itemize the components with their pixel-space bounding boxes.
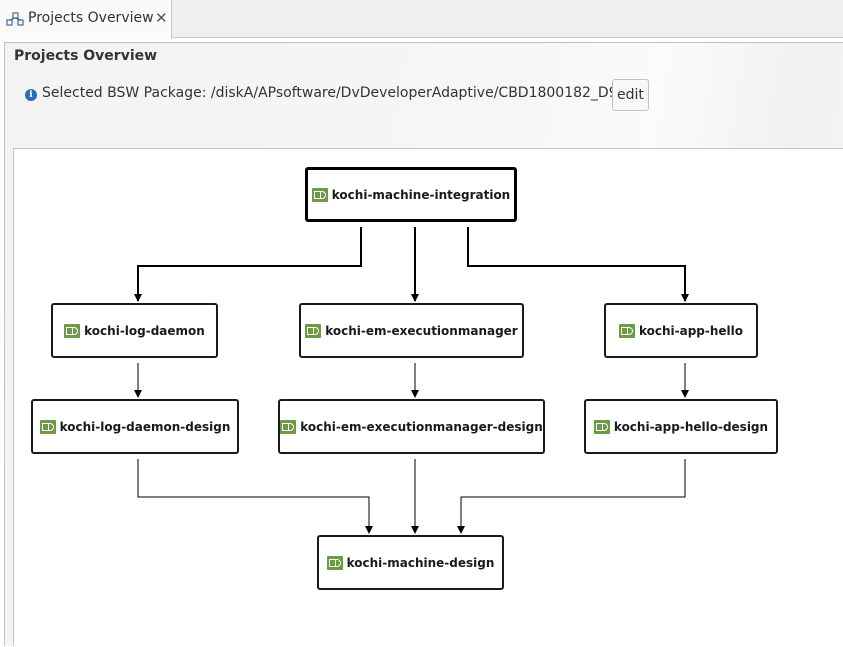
node-kochi-em-executionmanager[interactable]: kochi-em-executionmanager [299,303,524,358]
project-graph-canvas[interactable]: kochi-machine-integration kochi-log-daem… [13,148,843,646]
edge-app-hello-design-to-machine-design [457,459,686,534]
project-icon [280,419,297,434]
node-kochi-log-daemon[interactable]: kochi-log-daemon [51,303,218,358]
project-graph-icon [6,12,24,26]
node-label: kochi-log-daemon-design [59,419,231,434]
project-icon [39,419,56,434]
node-kochi-em-executionmanager-design[interactable]: kochi-em-executionmanager-design [278,399,545,454]
node-label: kochi-em-executionmanager [325,323,518,338]
project-icon [326,555,343,570]
edge-integration-to-app-hello [467,227,689,302]
bsw-package-label: Selected BSW Package: /diskA/APsoftware/… [42,85,627,101]
project-icon [593,419,610,434]
node-label: kochi-machine-design [346,555,495,570]
edit-button[interactable]: edit [612,79,649,111]
project-icon [618,323,635,338]
project-icon [311,187,328,202]
project-icon [64,323,81,338]
node-label: kochi-machine-integration [331,187,511,202]
node-label: kochi-app-hello [638,323,744,338]
edge-integration-to-log-daemon [134,227,362,302]
node-kochi-app-hello-design[interactable]: kochi-app-hello-design [584,399,778,454]
project-icon [305,323,322,338]
node-kochi-machine-design[interactable]: kochi-machine-design [317,535,504,590]
node-label: kochi-app-hello-design [613,419,769,434]
close-icon[interactable]: ✕ [155,9,168,27]
page-title: Projects Overview [14,48,158,64]
dependency-edges [134,227,689,534]
node-kochi-log-daemon-design[interactable]: kochi-log-daemon-design [31,399,239,454]
info-icon: i [25,89,37,101]
node-label: kochi-log-daemon [84,323,205,338]
tab-title: Projects Overview [28,10,154,26]
node-label: kochi-em-executionmanager-design [300,419,543,434]
node-kochi-app-hello[interactable]: kochi-app-hello [604,303,758,358]
node-kochi-machine-integration[interactable]: kochi-machine-integration [305,167,517,222]
editor-tab-bar: Projects Overview ✕ [0,0,843,39]
edge-log-daemon-design-to-machine-design [137,459,373,534]
tab-projects-overview[interactable]: Projects Overview ✕ [0,0,172,39]
